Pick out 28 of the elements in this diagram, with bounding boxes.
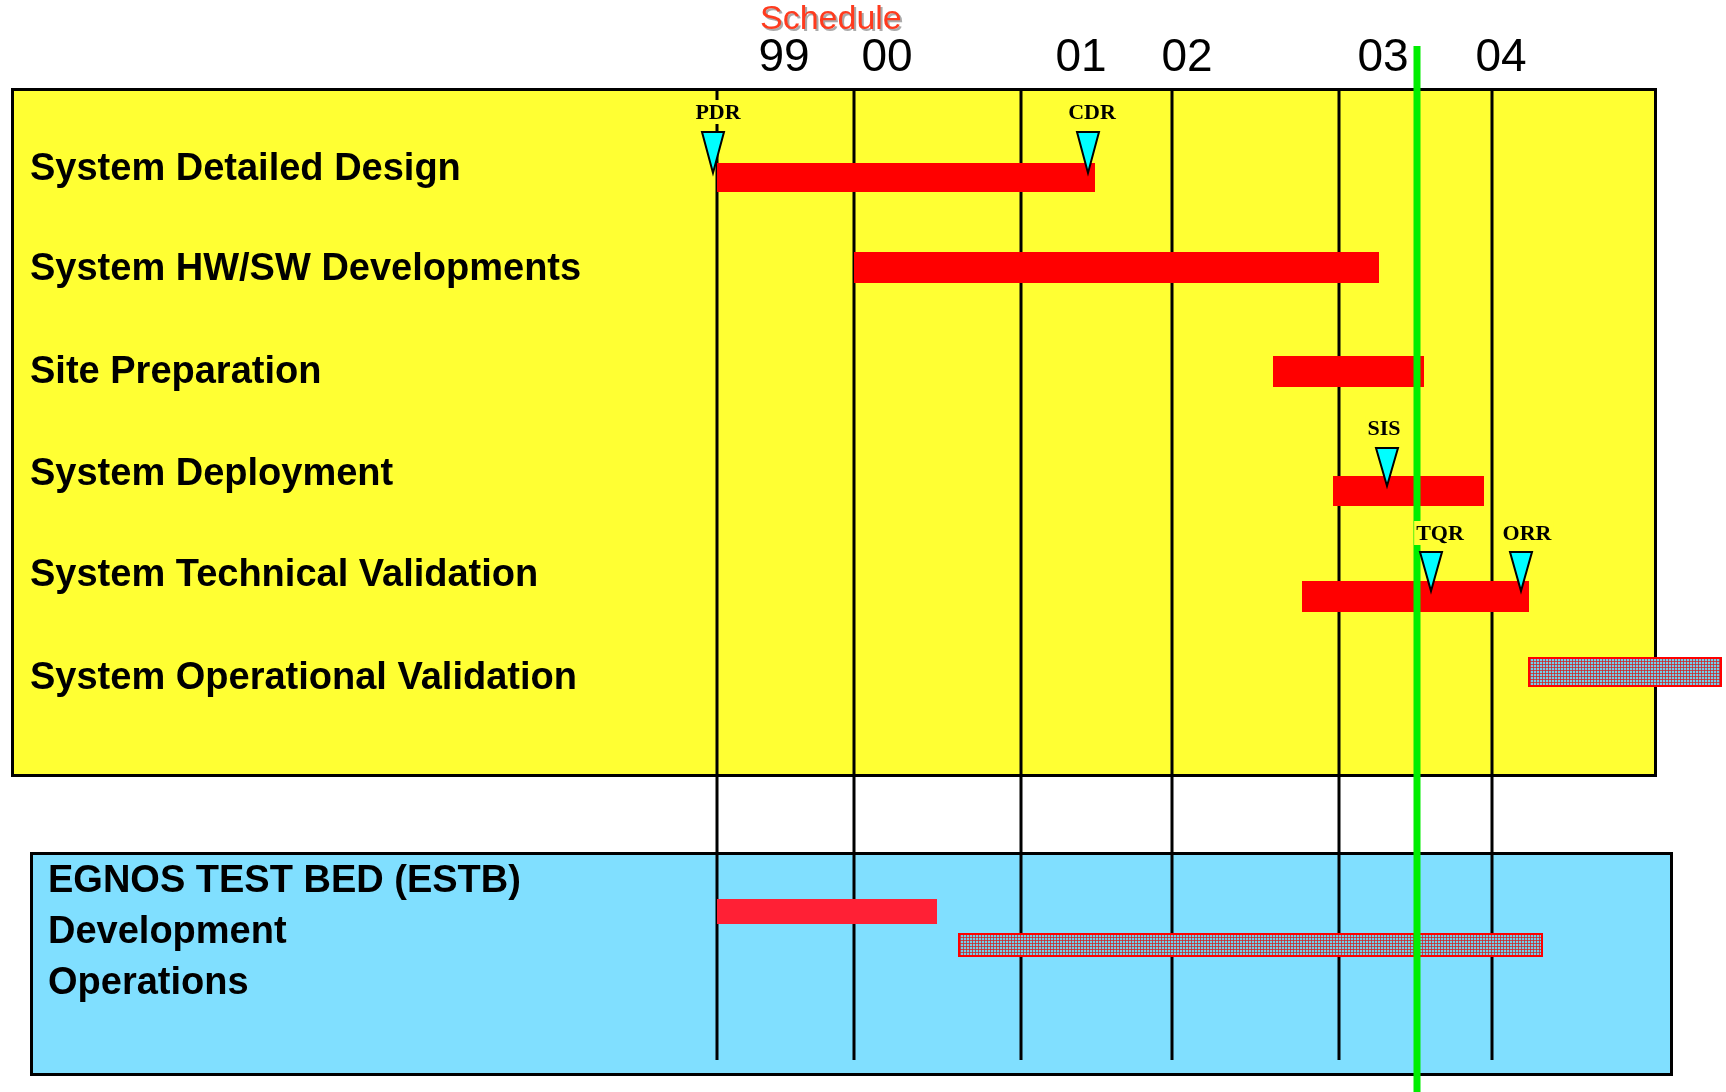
task-label: System Operational Validation <box>30 656 577 698</box>
group-heading: EGNOS TEST BED (ESTB) <box>48 859 521 901</box>
task-label: System Deployment <box>30 452 394 494</box>
year-label: 00 <box>861 32 913 78</box>
task-bar <box>854 252 1379 283</box>
planned-task-bar <box>1528 657 1722 687</box>
task-label: Development <box>48 910 287 952</box>
task-label: System HW/SW Developments <box>30 247 582 289</box>
task-bar <box>1302 581 1529 612</box>
task-label: System Detailed Design <box>30 147 461 189</box>
chart-title: Schedule <box>760 0 902 34</box>
year-label: 99 <box>758 32 810 78</box>
year-label: 03 <box>1357 32 1409 78</box>
year-label: 02 <box>1161 32 1213 78</box>
task-bar <box>717 899 937 924</box>
year-label: 01 <box>1055 32 1107 78</box>
task-bar <box>1333 476 1484 506</box>
task-bar <box>717 163 1095 192</box>
task-label: Operations <box>48 961 249 1003</box>
task-bar <box>1273 356 1424 387</box>
milestone-label: TQR <box>1414 521 1466 545</box>
year-label: 04 <box>1475 32 1527 78</box>
task-panel <box>11 88 1657 777</box>
planned-task-bar <box>958 933 1543 957</box>
testbed-panel <box>30 852 1673 1076</box>
task-label: Site Preparation <box>30 350 322 392</box>
task-label: System Technical Validation <box>30 553 539 595</box>
milestone-label: PDR <box>693 100 743 124</box>
